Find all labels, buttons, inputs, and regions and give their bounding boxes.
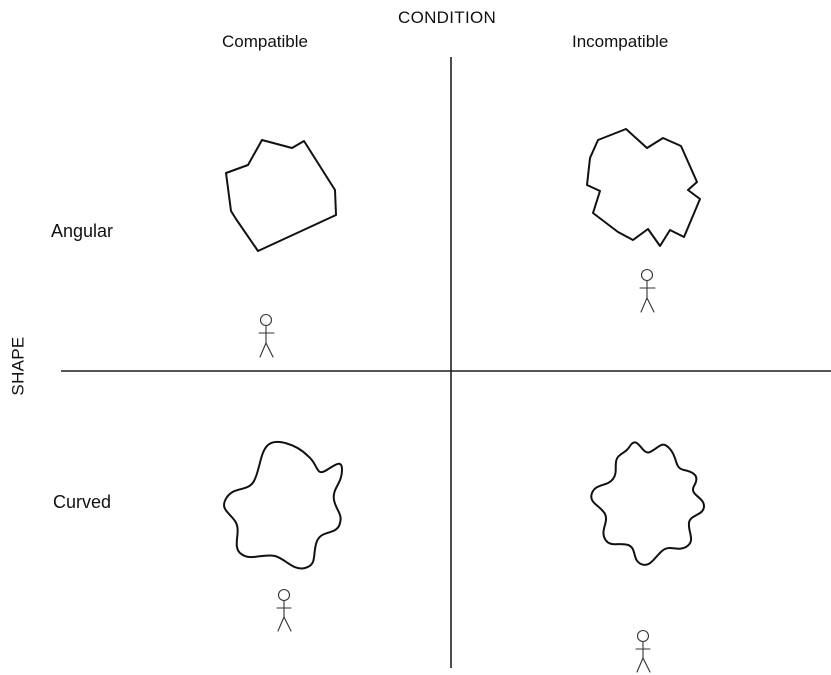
stick-figure-right-leg [646,297,655,313]
stick-figure-right-leg [283,616,292,632]
stick-figure-angular-incompatible [639,268,656,313]
column-label-incompatible: Incompatible [572,32,669,51]
stick-figure-head [636,629,650,643]
row-label-curved: Curved [53,492,112,512]
stick-figure-left-leg [277,616,285,632]
stick-figure-curved-compatible [276,588,292,632]
stick-figure-curved-incompatible [635,629,651,673]
stick-figure-angular-compatible [258,313,275,358]
curved-object-incompatible [590,441,705,566]
angular-object-incompatible [586,128,701,247]
stick-figure-head [640,268,654,282]
stick-figure-head [259,313,273,327]
angular-object-compatible [225,139,337,252]
column-label-compatible: Compatible [222,32,308,51]
condition-axis-title: CONDITION [398,8,497,27]
row-label-angular: Angular [51,221,114,241]
stick-figure-right-leg [265,342,274,358]
stick-figure-head [277,588,291,602]
stick-figure-left-leg [636,657,644,673]
shape-axis-title: SHAPE [8,336,28,396]
stick-figure-right-leg [642,657,651,673]
stick-figure-left-leg [259,342,267,358]
stick-figure-left-leg [640,297,648,313]
curved-object-compatible [223,441,343,570]
